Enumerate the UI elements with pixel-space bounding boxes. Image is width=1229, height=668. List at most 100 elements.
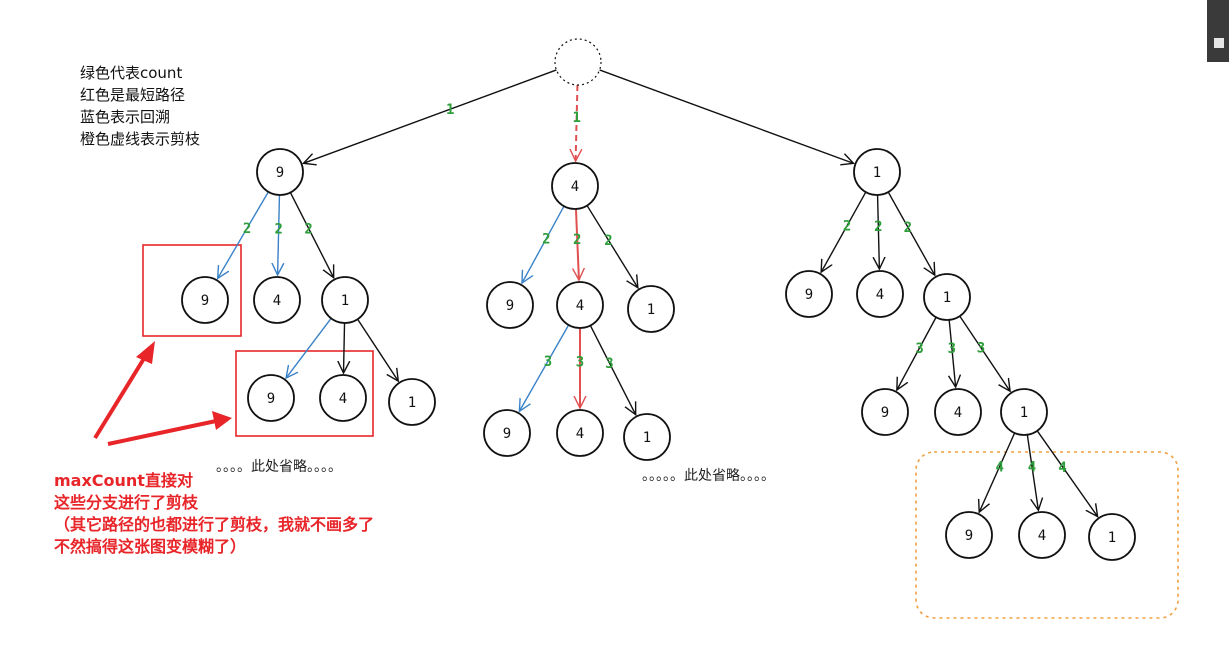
tree-node-R1_1: 1: [1000, 388, 1048, 436]
edge-R1-R1_4: [949, 319, 955, 387]
tree-node-M4_4: 4: [556, 409, 604, 457]
tree-node-M4: 4: [556, 281, 604, 329]
edge-R1-R1_1: [959, 315, 1010, 391]
edge-count-label: 2: [573, 232, 581, 248]
node-circle: [551, 162, 599, 210]
edge-count-label: 4: [1028, 459, 1036, 475]
node-circle: [923, 273, 971, 321]
tree-node-M1: 1: [627, 285, 675, 333]
node-circle: [486, 281, 534, 329]
edge-L1-L1_9: [286, 317, 332, 378]
node-label: 9: [503, 426, 511, 442]
edge-count-label: 2: [304, 221, 312, 237]
edge-R1_1-R11_4: [1026, 434, 1038, 511]
legend-shortest-path: 红色是最短路径: [80, 86, 186, 104]
node-label: 1: [1108, 530, 1116, 546]
node-circle: [627, 285, 675, 333]
edge-M-M9: [522, 205, 565, 283]
edge-count-label: 1: [446, 102, 454, 118]
edge-count-label: 2: [874, 219, 882, 235]
annotation-arrow-lower: [107, 411, 232, 446]
edge-R-R1: [887, 191, 935, 275]
node-circle: [934, 388, 982, 436]
tree-node-R1: 1: [923, 273, 971, 321]
node-circle: [554, 38, 602, 86]
node-circle: [1088, 513, 1136, 561]
node-circle: [861, 388, 909, 436]
node-label: 4: [571, 179, 579, 195]
edge-M-M4: [576, 208, 579, 280]
node-label: 9: [881, 405, 889, 421]
pruned-region-outline: [915, 451, 1179, 619]
node-label: 1: [408, 395, 416, 411]
node-circle: [556, 409, 604, 457]
edge-L-L9: [218, 191, 269, 279]
tree-node-L: 9: [256, 148, 304, 196]
tree-node-R1_9: 9: [861, 388, 909, 436]
edge-M4-M4_9: [519, 324, 570, 411]
edge-R-R9: [821, 191, 867, 272]
pruned-box-bottom: [235, 350, 374, 437]
tree-node-M4_1: 1: [623, 413, 671, 461]
node-circle: [247, 374, 295, 422]
tree-node-R11_1: 1: [1088, 513, 1136, 561]
node-circle: [623, 413, 671, 461]
edge-root-L: [303, 69, 557, 163]
pruning-note-line-3: （其它路径的也都进行了剪枝，我就不画多了: [54, 515, 375, 534]
node-circle: [321, 276, 369, 324]
edge-count-label: 2: [542, 231, 550, 247]
tree-node-L4: 4: [253, 276, 301, 324]
tree-node-L1_4: 4: [319, 374, 367, 422]
edge-count-label: 3: [977, 341, 985, 357]
node-circle: [1000, 388, 1048, 436]
node-circle: [945, 511, 993, 559]
tree-node-M4_9: 9: [483, 409, 531, 457]
edge-R1_1-R11_1: [1036, 430, 1097, 517]
node-circle: [556, 281, 604, 329]
node-circle: [1018, 511, 1066, 559]
omitted-text-middle: 。。。。。此处省略。。。。: [642, 468, 775, 484]
node-label: 9: [805, 287, 813, 303]
node-circle: [256, 148, 304, 196]
edge-root-M: [576, 84, 578, 161]
edge-count-label: 2: [843, 219, 851, 235]
edge-M4-M4_1: [589, 325, 635, 415]
tree-node-R: 1: [853, 148, 901, 196]
annotation-arrow-upper: [93, 341, 155, 440]
pruning-note-line-2: 这些分支进行了剪枝: [54, 493, 199, 512]
edge-root-R: [599, 69, 854, 163]
edge-count-label: 3: [544, 354, 552, 370]
node-label: 1: [873, 165, 881, 181]
edge-count-label: 4: [996, 459, 1004, 475]
edge-R1-R1_9: [897, 316, 937, 390]
tree-node-L1: 1: [321, 276, 369, 324]
edge-M-M1: [586, 205, 638, 288]
edge-count-label: 3: [948, 341, 956, 357]
pruning-note-line-1: maxCount直接对: [54, 471, 193, 490]
node-circle: [483, 409, 531, 457]
edge-count-label: 1: [572, 110, 580, 126]
edge-L-L1: [289, 192, 333, 278]
node-label: 9: [965, 528, 973, 544]
edge-L1-L1_4: [344, 322, 345, 373]
edge-count-label: 2: [274, 222, 282, 238]
node-label: 9: [201, 293, 209, 309]
tree-node-R9: 9: [785, 270, 833, 318]
window-corner-widget: [1207, 0, 1229, 62]
tree-node-R11_4: 4: [1018, 511, 1066, 559]
legend-count: 绿色代表count: [80, 64, 183, 82]
node-label: 4: [576, 426, 584, 442]
edge-count-label: 2: [243, 221, 251, 237]
node-label: 4: [339, 391, 347, 407]
node-label: 4: [876, 287, 884, 303]
node-label: 1: [943, 290, 951, 306]
node-label: 4: [1038, 528, 1046, 544]
edge-L1-L1_1: [357, 318, 399, 381]
node-circle: [319, 374, 367, 422]
edge-count-label: 2: [604, 233, 612, 249]
pruning-note-line-4: 不然搞得这张图变模糊了）: [54, 537, 247, 556]
pruned-box-top: [142, 244, 242, 337]
edge-L-L4: [278, 194, 280, 275]
